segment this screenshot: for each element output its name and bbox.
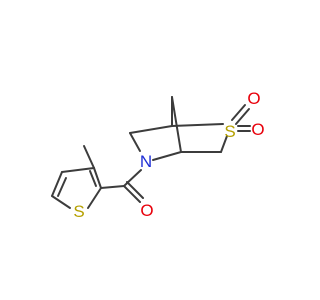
sulfone-oxygen-1-label: O: [247, 89, 260, 108]
bond-c6-c1: [129, 125, 173, 134]
bond-c7-c4: [171, 96, 182, 153]
carbonyl-oxygen-label: O: [140, 201, 153, 220]
amide-nitrogen-label: N: [140, 152, 152, 171]
bond-c4-n: [152, 151, 182, 161]
bond-carbonyl-o-a: [123, 185, 141, 203]
sulfone-sulfur-label: S: [224, 122, 235, 141]
bicyclic-core-bonds: [129, 96, 228, 161]
thiophene-ring-bonds: [51, 145, 102, 209]
bond-s-o1-a: [231, 104, 246, 121]
bond-th-c3-methyl: [83, 145, 95, 169]
bond-c1-s: [171, 123, 224, 127]
sulfone-oxygen-2-label: O: [251, 120, 264, 139]
thiophene-sulfur-label: S: [73, 202, 84, 221]
bond-th-c4-c5: [51, 171, 63, 197]
bond-th-c2-c3-inner: [89, 170, 97, 187]
bond-th-s-c2: [87, 187, 102, 209]
bond-n-c6: [129, 132, 141, 152]
bond-th-c2-c3: [93, 167, 102, 189]
bond-carbonyl-o-b: [126, 181, 144, 199]
bond-s-c3: [220, 135, 228, 153]
bond-th-c5-s: [51, 195, 71, 209]
sulfone-bonds: [231, 104, 251, 132]
bond-s-o1-b: [235, 108, 250, 125]
bond-th-c4-c5-inner: [57, 177, 67, 197]
bond-n-carbonyl-c: [123, 169, 142, 187]
atom-labels: S O O N O S: [73, 89, 264, 221]
bond-th-c3-c4: [61, 167, 95, 173]
amide-bonds: [100, 169, 144, 203]
bond-carbonyl-thiophene: [100, 185, 125, 189]
molecule-structure-diagram: S O O N O S: [51, 89, 265, 221]
